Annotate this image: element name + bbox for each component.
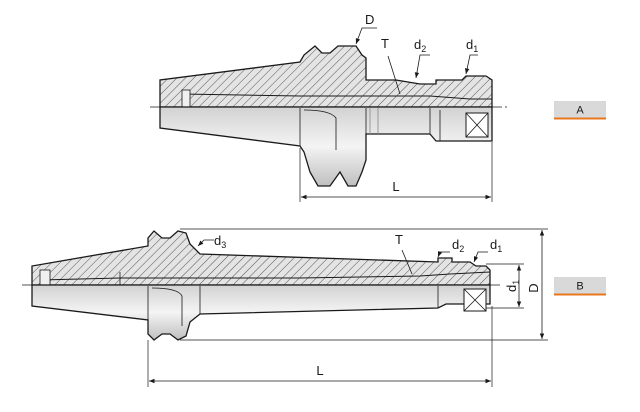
- figure-a: L D T d2 d1 A: [150, 12, 606, 202]
- svg-text:d2: d2: [414, 37, 426, 54]
- svg-text:d1: d1: [490, 237, 502, 254]
- figure-b-label-d3-sub: 3: [221, 240, 226, 250]
- figure-a-badge-label: A: [576, 105, 584, 117]
- figure-b-badge: [554, 277, 606, 294]
- figure-b-label-d2: d: [452, 237, 459, 252]
- figure-a-lower-view: [159, 106, 493, 187]
- figure-a-label-d1-sub: 1: [473, 44, 478, 54]
- figure-a-badge: [554, 101, 606, 118]
- figure-b-label-d1: d: [490, 237, 497, 252]
- figure-b-label-L: L: [316, 363, 323, 378]
- svg-text:d1: d1: [466, 37, 478, 54]
- figure-b-label-d1-side: d: [504, 285, 519, 292]
- figure-a-label-D: D: [365, 12, 374, 27]
- figure-a-label-d2: d: [414, 37, 421, 52]
- figure-b-label-d3: d: [214, 233, 221, 248]
- figure-b-label-d2-sub: 2: [459, 244, 464, 254]
- figure-b-badge-label: B: [576, 281, 583, 293]
- figure-b-label-T: T: [395, 232, 403, 247]
- svg-text:d1: d1: [504, 280, 521, 292]
- figure-b-lower-view: [31, 284, 491, 341]
- svg-text:d3: d3: [214, 233, 226, 250]
- figure-a-upper-section: [159, 45, 493, 108]
- figure-b-label-d1-side-sub: 1: [511, 280, 521, 285]
- figure-a-label-T: T: [381, 36, 389, 51]
- figure-a-label-L: L: [392, 179, 399, 194]
- figure-b-label-d1-sub: 1: [497, 244, 502, 254]
- figure-a-label-d1: d: [466, 37, 473, 52]
- figure-b-upper-section: [31, 230, 491, 286]
- figure-b: L D d1 d3 T d2 d1 B: [22, 228, 606, 387]
- figure-a-label-d2-sub: 2: [421, 44, 426, 54]
- figure-b-label-D: D: [526, 283, 541, 292]
- svg-text:d2: d2: [452, 237, 464, 254]
